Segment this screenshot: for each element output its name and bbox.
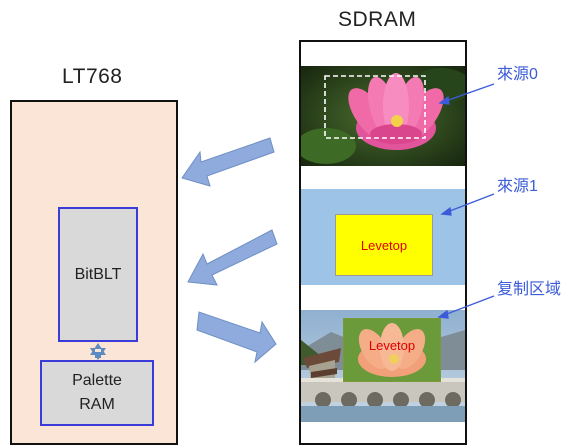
lt768-title: LT768 (62, 65, 123, 88)
copy-text: Levetop (368, 337, 416, 353)
lotus-photo (301, 66, 465, 166)
pasted-lotus (344, 319, 440, 381)
source0-image (301, 66, 465, 166)
source1-yellow-box: Levetop (335, 214, 433, 276)
source1-label: 來源1 (497, 178, 538, 195)
lt768-block: BitBLT Palette RAM (10, 100, 178, 445)
palette-label-line1: Palette (72, 372, 122, 389)
source1-region: Levetop (301, 189, 465, 285)
read-arrow-source0 (181, 137, 275, 187)
bitblt-palette-connector (90, 343, 106, 360)
read-arrow-source1 (187, 229, 278, 286)
write-arrow-copy (196, 311, 277, 364)
bitblt-block: BitBLT (58, 207, 138, 342)
source1-text: Levetop (360, 237, 408, 253)
pasted-copy: Levetop (343, 318, 441, 382)
palette-label-line2: RAM (79, 396, 115, 413)
palette-ram-block: Palette RAM (40, 360, 154, 426)
source0-label: 來源0 (497, 66, 538, 83)
sdram-title: SDRAM (338, 8, 417, 31)
copy-destination-image: Levetop (301, 310, 465, 422)
sdram-block: Levetop (299, 40, 467, 445)
copy-region-pointer (438, 295, 495, 318)
bitblt-label: BitBLT (74, 265, 122, 283)
copy-region-label: 复制区域 (497, 281, 562, 298)
